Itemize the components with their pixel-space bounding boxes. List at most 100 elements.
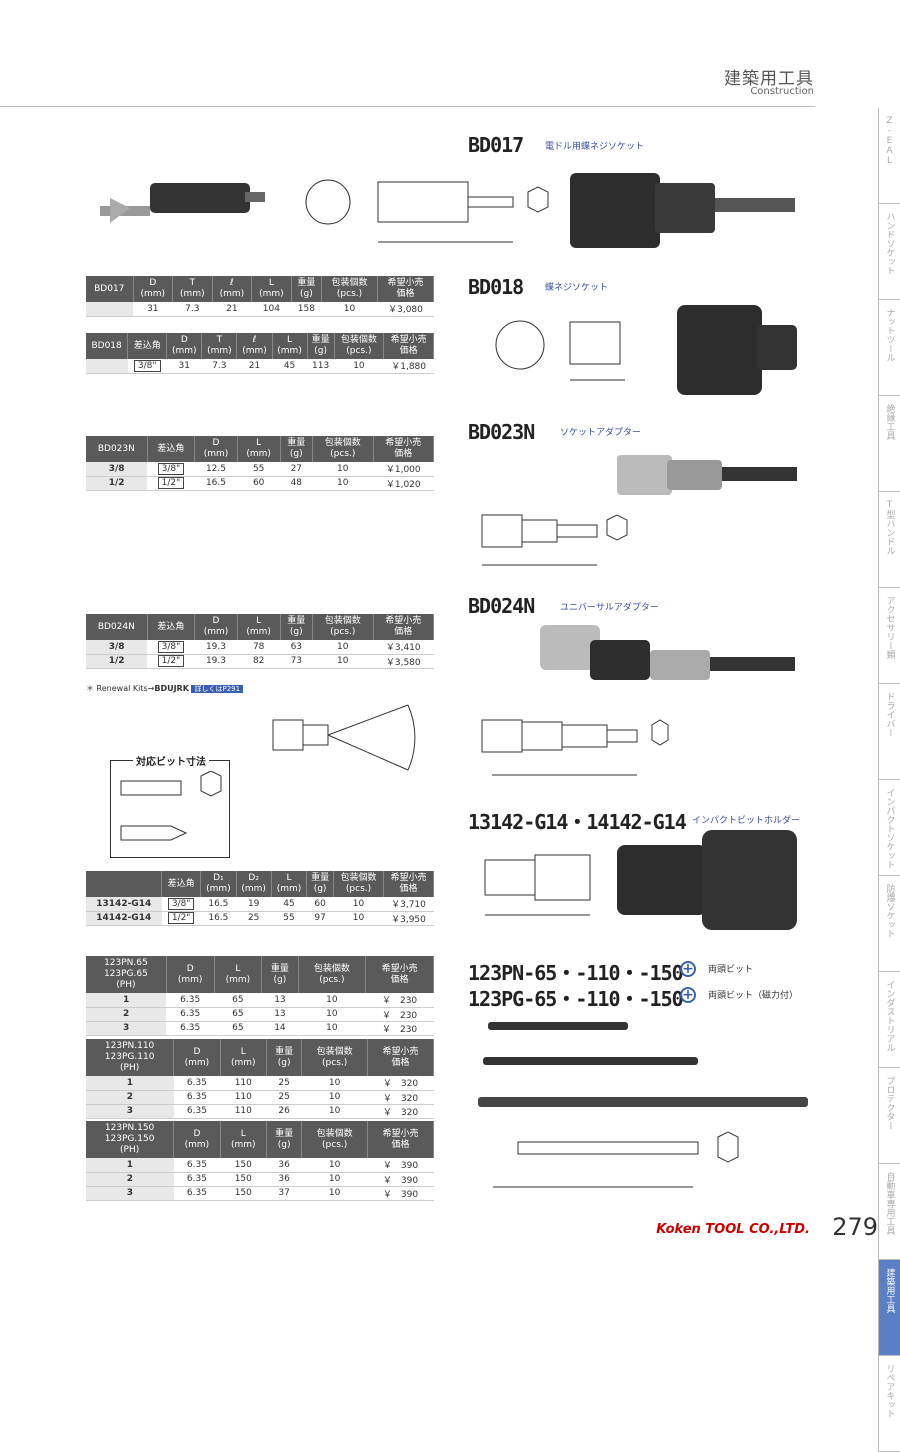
- table-cell: 150: [220, 1186, 267, 1201]
- table-cell: 25: [266, 1090, 302, 1105]
- tab-10[interactable]: プロテクター: [878, 1068, 900, 1164]
- table-cell: 55: [271, 911, 307, 926]
- table-cell: ￥ 230: [365, 1007, 434, 1022]
- tab-1[interactable]: ハンドソケット: [878, 204, 900, 300]
- table-cell: 48: [280, 476, 313, 491]
- col-header: 包装個数(pcs.): [333, 871, 384, 897]
- col-header: 包装個数(pcs.): [298, 956, 367, 993]
- table-cell: 13: [261, 993, 299, 1008]
- tab-2[interactable]: ナットツール: [878, 300, 900, 396]
- table-cell: 26: [266, 1104, 302, 1119]
- pg-subtitle: 両頭ビット（磁力付）: [708, 991, 799, 1001]
- col-header: ℓ(mm): [236, 333, 273, 359]
- col-header: [86, 871, 163, 897]
- bd017-product-photo: [570, 173, 795, 248]
- table-cell: 110: [220, 1104, 267, 1119]
- table-cell: 10: [312, 462, 373, 477]
- tab-11[interactable]: 自動車専用工具: [878, 1164, 900, 1260]
- tab-9[interactable]: インダストリアル: [878, 972, 900, 1068]
- table-cell: 10: [301, 1186, 368, 1201]
- tab-4[interactable]: T型ハンドル: [878, 492, 900, 588]
- tab-7[interactable]: インパクトソケット: [878, 780, 900, 876]
- table-cell: 6.35: [166, 993, 215, 1008]
- col-header: 重量(g): [266, 1039, 303, 1076]
- col-header: D(mm): [173, 1039, 221, 1076]
- table-cell: ￥3,410: [373, 640, 434, 655]
- table-cell: 25: [266, 1076, 302, 1091]
- brand-logo: Koken TOOL CO.,LTD.: [656, 1222, 810, 1237]
- table-cell: 78: [237, 640, 281, 655]
- table-cell: 31: [133, 302, 173, 317]
- table-cell: 10: [298, 1007, 366, 1022]
- table-cell: 7.3: [172, 302, 213, 317]
- table-cell: ￥3,950: [383, 911, 434, 926]
- pg-title: 123PG-65・-110・-150: [468, 987, 684, 1011]
- table-cell: 19: [236, 897, 272, 912]
- table-cell: 150: [220, 1158, 267, 1173]
- col-header: L(mm): [220, 1121, 267, 1158]
- col-header: D(mm): [194, 436, 238, 462]
- table-cell: 3/8": [147, 640, 195, 655]
- table-cell: 10: [334, 359, 384, 374]
- table-cell: 45: [272, 359, 308, 374]
- table-cell: 25: [236, 911, 272, 926]
- col-header: 希望小売価格: [373, 436, 434, 462]
- bd024n-angle-drawing: [272, 704, 416, 771]
- table-cell: ￥1,000: [373, 462, 434, 477]
- tab-0[interactable]: Z-EAL: [878, 108, 900, 204]
- col-header: L(mm): [237, 614, 281, 640]
- table-cell: 6.35: [173, 1090, 221, 1105]
- table-cell: 10: [312, 476, 373, 491]
- col-header: 包装個数(pcs.): [301, 1121, 368, 1158]
- table-cell: 21: [212, 302, 252, 317]
- tab-5[interactable]: アクセサリー類: [878, 588, 900, 684]
- tab-13[interactable]: リペアキット: [878, 1356, 900, 1452]
- g14-product-photo: [617, 830, 797, 930]
- renewal-text: ＊ Renewal Kits→: [86, 684, 155, 693]
- tab-3[interactable]: 絶縁工具: [878, 396, 900, 492]
- col-header: L(mm): [220, 1039, 267, 1076]
- bd023n-subtitle: ソケットアダプター: [560, 428, 642, 438]
- table-cell: 63: [280, 640, 313, 655]
- table-cell: 7.3: [201, 359, 237, 374]
- table-cell: 1/2": [147, 476, 195, 491]
- tab-6[interactable]: ドライバー: [878, 684, 900, 780]
- table-cell: 10: [333, 911, 384, 926]
- table-cell: 2: [86, 1090, 174, 1105]
- col-header: 差込角: [147, 436, 196, 462]
- table-cell: 65: [214, 1021, 262, 1036]
- col-header: 重量(g): [306, 871, 335, 897]
- col-header: D(mm): [194, 614, 238, 640]
- table-cell: 3/8": [127, 359, 167, 374]
- table-cell: ￥ 390: [367, 1172, 434, 1187]
- col-header: 差込角: [147, 614, 196, 640]
- col-header: 希望小売価格: [367, 1039, 435, 1076]
- renewal-badge: 詳しくはP291: [191, 685, 244, 693]
- tab-12[interactable]: 建築用工具: [878, 1260, 900, 1356]
- col-header: 希望小売価格: [383, 333, 434, 359]
- table-cell: 10: [301, 1090, 368, 1105]
- col-header: L(mm): [272, 333, 308, 359]
- tab-8[interactable]: 防爆ソケット: [878, 876, 900, 972]
- pn-title: 123PN-65・-110・-150: [468, 961, 684, 985]
- table-cell: 3/8: [86, 462, 148, 477]
- table-cell: 10: [333, 897, 384, 912]
- table-cell: ￥3,710: [383, 897, 434, 912]
- table-cell: 10: [298, 1021, 366, 1036]
- col-header: 包装個数(pcs.): [301, 1039, 368, 1076]
- col-header: 包装個数(pcs.): [321, 276, 378, 302]
- table-cell: 60: [237, 476, 281, 491]
